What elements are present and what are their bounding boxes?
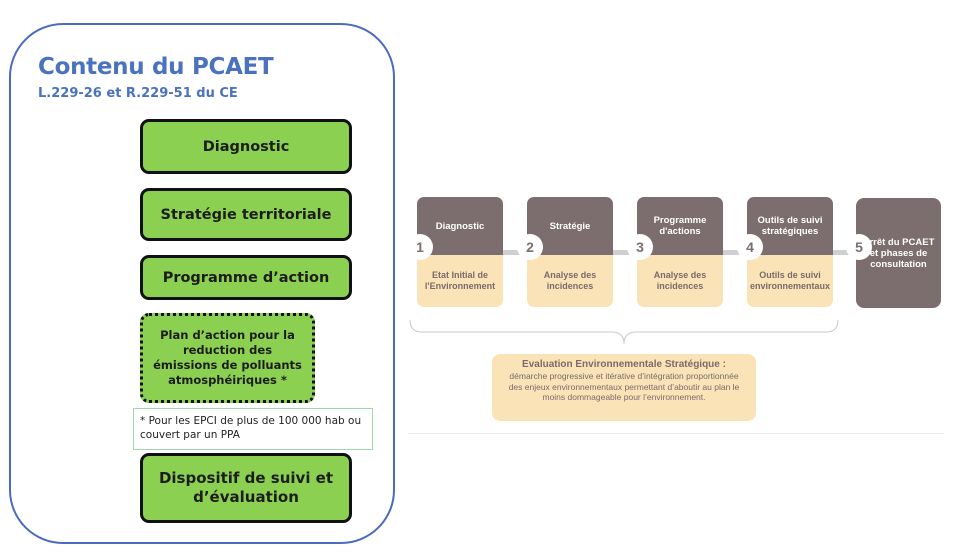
step-programme: Programme d'actions Analyse des incidenc… — [637, 197, 723, 307]
ees-callout: Evaluation Environnementale Stratégique … — [492, 354, 756, 421]
brace-icon — [409, 319, 839, 345]
step-number: 4 — [737, 234, 763, 260]
panel-title: Contenu du PCAET — [38, 54, 274, 80]
connector-4 — [816, 250, 868, 255]
step-bottom-label: Analyse des incidences — [527, 255, 613, 307]
step-outils-suivi: Outils de suivi stratégiques Outils de s… — [747, 197, 833, 307]
box-diagnostic: Diagnostic — [140, 119, 352, 174]
step-bottom-label: Analyse des incidences — [637, 255, 723, 307]
ees-heading: Evaluation Environnementale Stratégique … — [522, 359, 726, 370]
step-number: 3 — [627, 234, 653, 260]
connector-3 — [706, 250, 758, 255]
epci-note: * Pour les EPCI de plus de 100 000 hab o… — [133, 408, 373, 450]
ees-text: démarche progressive et itérative d’inté… — [508, 371, 740, 402]
step-top-label: Outils de suivi stratégiques — [747, 197, 833, 255]
box-programme: Programme d’action — [140, 255, 352, 300]
step-number: 1 — [407, 234, 433, 260]
connector-1 — [486, 250, 538, 255]
panel-subtitle: L.229-26 et R.229-51 du CE — [38, 86, 238, 101]
box-plan-polluants: Plan d’action pour la reduction des émis… — [140, 313, 315, 403]
step-bottom-label: Etat Initial de l'Environnement — [417, 255, 503, 307]
connector-2 — [596, 250, 648, 255]
step-number: 2 — [517, 234, 543, 260]
step-bottom-label: Outils de suivi environnementaux — [747, 255, 833, 307]
box-dispositif-suivi: Dispositif de suivi et d’évaluation — [140, 453, 352, 523]
box-strategie: Stratégie territoriale — [140, 188, 352, 241]
divider — [408, 433, 944, 434]
step-number: 5 — [846, 234, 872, 260]
